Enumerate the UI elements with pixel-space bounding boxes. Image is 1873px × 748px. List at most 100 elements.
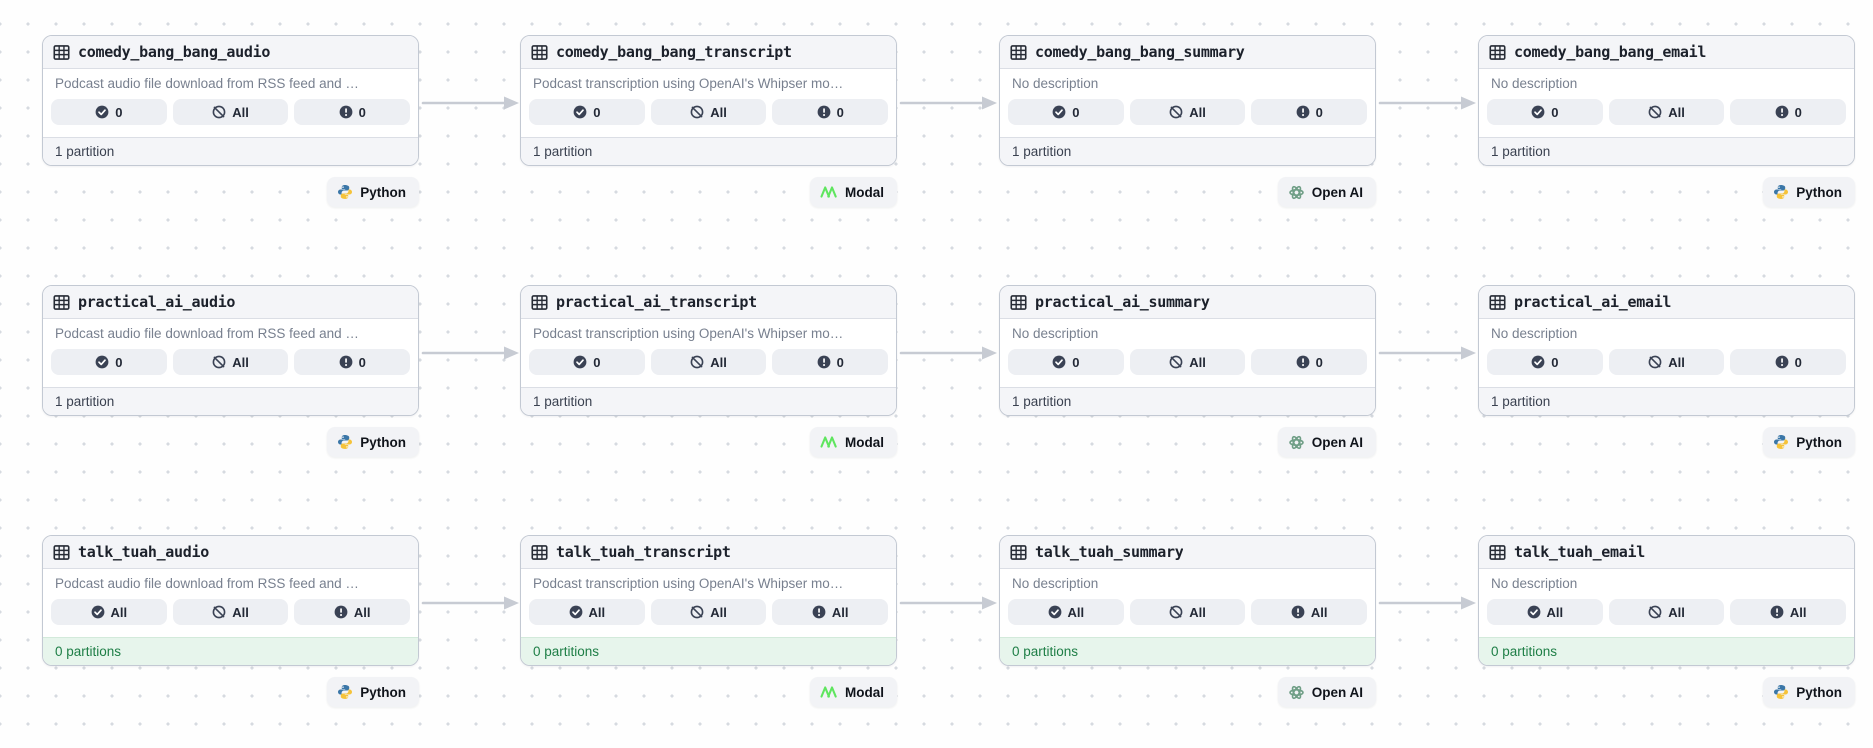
- missing-count: All: [1668, 354, 1685, 370]
- compute-kind-label: Python: [1796, 684, 1842, 700]
- materialized-pill[interactable]: All: [1008, 599, 1124, 625]
- slash-circle-icon: [690, 105, 704, 119]
- asset-description: No description: [1491, 326, 1578, 341]
- edge-arrow: [421, 95, 521, 111]
- check-circle-icon: [95, 105, 109, 119]
- asset-card[interactable]: talk_tuah_audio Podcast audio file downl…: [42, 535, 419, 666]
- compute-kind-badge[interactable]: Modal: [810, 677, 897, 707]
- materialized-pill[interactable]: 0: [1008, 99, 1124, 125]
- missing-pill[interactable]: All: [650, 99, 767, 125]
- failed-count: All: [1789, 604, 1807, 620]
- compute-kind-badge[interactable]: Open AI: [1277, 177, 1376, 207]
- failed-pill[interactable]: All: [1730, 599, 1847, 625]
- missing-pill[interactable]: All: [172, 99, 289, 125]
- partition-status-row: 0 All: [1008, 99, 1368, 125]
- missing-count: All: [1189, 604, 1206, 620]
- partition-status-row: All All: [51, 599, 411, 625]
- missing-pill[interactable]: All: [1129, 349, 1246, 375]
- partition-status-row: 0 All: [1487, 99, 1847, 125]
- missing-pill[interactable]: All: [172, 599, 289, 625]
- materialized-pill[interactable]: 0: [1487, 349, 1603, 375]
- missing-pill[interactable]: All: [1608, 349, 1725, 375]
- failed-pill[interactable]: 0: [772, 349, 889, 375]
- asset-card[interactable]: practical_ai_summary No description 0: [999, 285, 1376, 416]
- slash-circle-icon: [212, 355, 226, 369]
- materialized-count: 0: [115, 104, 123, 120]
- materialized-pill[interactable]: All: [529, 599, 645, 625]
- slash-circle-icon: [1169, 605, 1183, 619]
- asset-card-body: No description 0: [1000, 319, 1375, 387]
- asset-card[interactable]: comedy_bang_bang_summary No description …: [999, 35, 1376, 166]
- compute-kind-badge[interactable]: Modal: [810, 177, 897, 207]
- failed-pill[interactable]: 0: [1251, 99, 1368, 125]
- python-icon: [337, 684, 353, 700]
- asset-description: Podcast transcription using OpenAI's Whi…: [533, 76, 844, 91]
- asset-card[interactable]: talk_tuah_summary No description All: [999, 535, 1376, 666]
- failed-pill[interactable]: 0: [772, 99, 889, 125]
- asset-card-header: practical_ai_audio: [43, 286, 418, 319]
- materialized-count: 0: [1072, 104, 1080, 120]
- compute-kind-label: Open AI: [1311, 684, 1363, 700]
- missing-pill[interactable]: All: [650, 599, 767, 625]
- compute-kind-badge[interactable]: Open AI: [1277, 427, 1376, 457]
- materialized-count: 0: [1551, 354, 1559, 370]
- failed-pill[interactable]: 0: [294, 349, 411, 375]
- asset-card[interactable]: talk_tuah_email No description All: [1478, 535, 1855, 666]
- compute-kind-badge[interactable]: Python: [327, 177, 419, 207]
- table-icon: [1489, 544, 1506, 561]
- check-circle-icon: [569, 605, 583, 619]
- alert-circle-icon: [1296, 105, 1310, 119]
- failed-pill[interactable]: 0: [1251, 349, 1368, 375]
- asset-card[interactable]: talk_tuah_transcript Podcast transcripti…: [520, 535, 897, 666]
- alert-circle-icon: [817, 105, 831, 119]
- compute-kind-badge[interactable]: Modal: [810, 427, 897, 457]
- asset-name: practical_ai_transcript: [556, 293, 757, 311]
- materialized-pill[interactable]: 0: [1008, 349, 1124, 375]
- compute-kind-badge[interactable]: Python: [1763, 427, 1855, 457]
- missing-pill[interactable]: All: [650, 349, 767, 375]
- materialized-pill[interactable]: All: [51, 599, 167, 625]
- materialized-pill[interactable]: 0: [529, 349, 645, 375]
- materialized-pill[interactable]: 0: [51, 99, 167, 125]
- compute-kind-badge[interactable]: Open AI: [1277, 677, 1376, 707]
- check-circle-icon: [1531, 355, 1545, 369]
- asset-card[interactable]: practical_ai_transcript Podcast transcri…: [520, 285, 897, 416]
- partition-status-row: 0 All: [51, 99, 411, 125]
- missing-pill[interactable]: All: [1129, 99, 1246, 125]
- asset-card[interactable]: comedy_bang_bang_email No description 0: [1478, 35, 1855, 166]
- failed-pill[interactable]: 0: [294, 99, 411, 125]
- missing-pill[interactable]: All: [1129, 599, 1246, 625]
- materialized-pill[interactable]: 0: [1487, 99, 1603, 125]
- asset-card[interactable]: comedy_bang_bang_audio Podcast audio fil…: [42, 35, 419, 166]
- asset-card[interactable]: comedy_bang_bang_transcript Podcast tran…: [520, 35, 897, 166]
- materialized-pill[interactable]: All: [1487, 599, 1603, 625]
- asset-card[interactable]: practical_ai_audio Podcast audio file do…: [42, 285, 419, 416]
- asset-card[interactable]: practical_ai_email No description 0: [1478, 285, 1855, 416]
- compute-kind-badge[interactable]: Python: [1763, 677, 1855, 707]
- failed-pill[interactable]: All: [1251, 599, 1368, 625]
- missing-pill[interactable]: All: [1608, 99, 1725, 125]
- alert-circle-icon: [1775, 355, 1789, 369]
- missing-count: All: [1668, 104, 1685, 120]
- missing-pill[interactable]: All: [1608, 599, 1725, 625]
- failed-pill[interactable]: 0: [1730, 349, 1847, 375]
- failed-pill[interactable]: 0: [1730, 99, 1847, 125]
- materialized-count: 0: [1551, 104, 1559, 120]
- check-circle-icon: [1048, 605, 1062, 619]
- failed-pill[interactable]: All: [772, 599, 889, 625]
- slash-circle-icon: [690, 355, 704, 369]
- materialized-pill[interactable]: 0: [51, 349, 167, 375]
- asset-name: talk_tuah_email: [1514, 543, 1645, 561]
- partition-status-row: 0 All: [529, 349, 889, 375]
- compute-kind-label: Python: [1796, 434, 1842, 450]
- missing-pill[interactable]: All: [172, 349, 289, 375]
- compute-kind-badge[interactable]: Python: [327, 427, 419, 457]
- failed-count: 0: [1315, 104, 1323, 120]
- compute-kind-badge[interactable]: Python: [1763, 177, 1855, 207]
- materialized-pill[interactable]: 0: [529, 99, 645, 125]
- compute-kind-badge[interactable]: Python: [327, 677, 419, 707]
- materialized-count: 0: [593, 104, 601, 120]
- failed-pill[interactable]: All: [294, 599, 411, 625]
- partitions-footer: 0 partitions: [1479, 637, 1854, 665]
